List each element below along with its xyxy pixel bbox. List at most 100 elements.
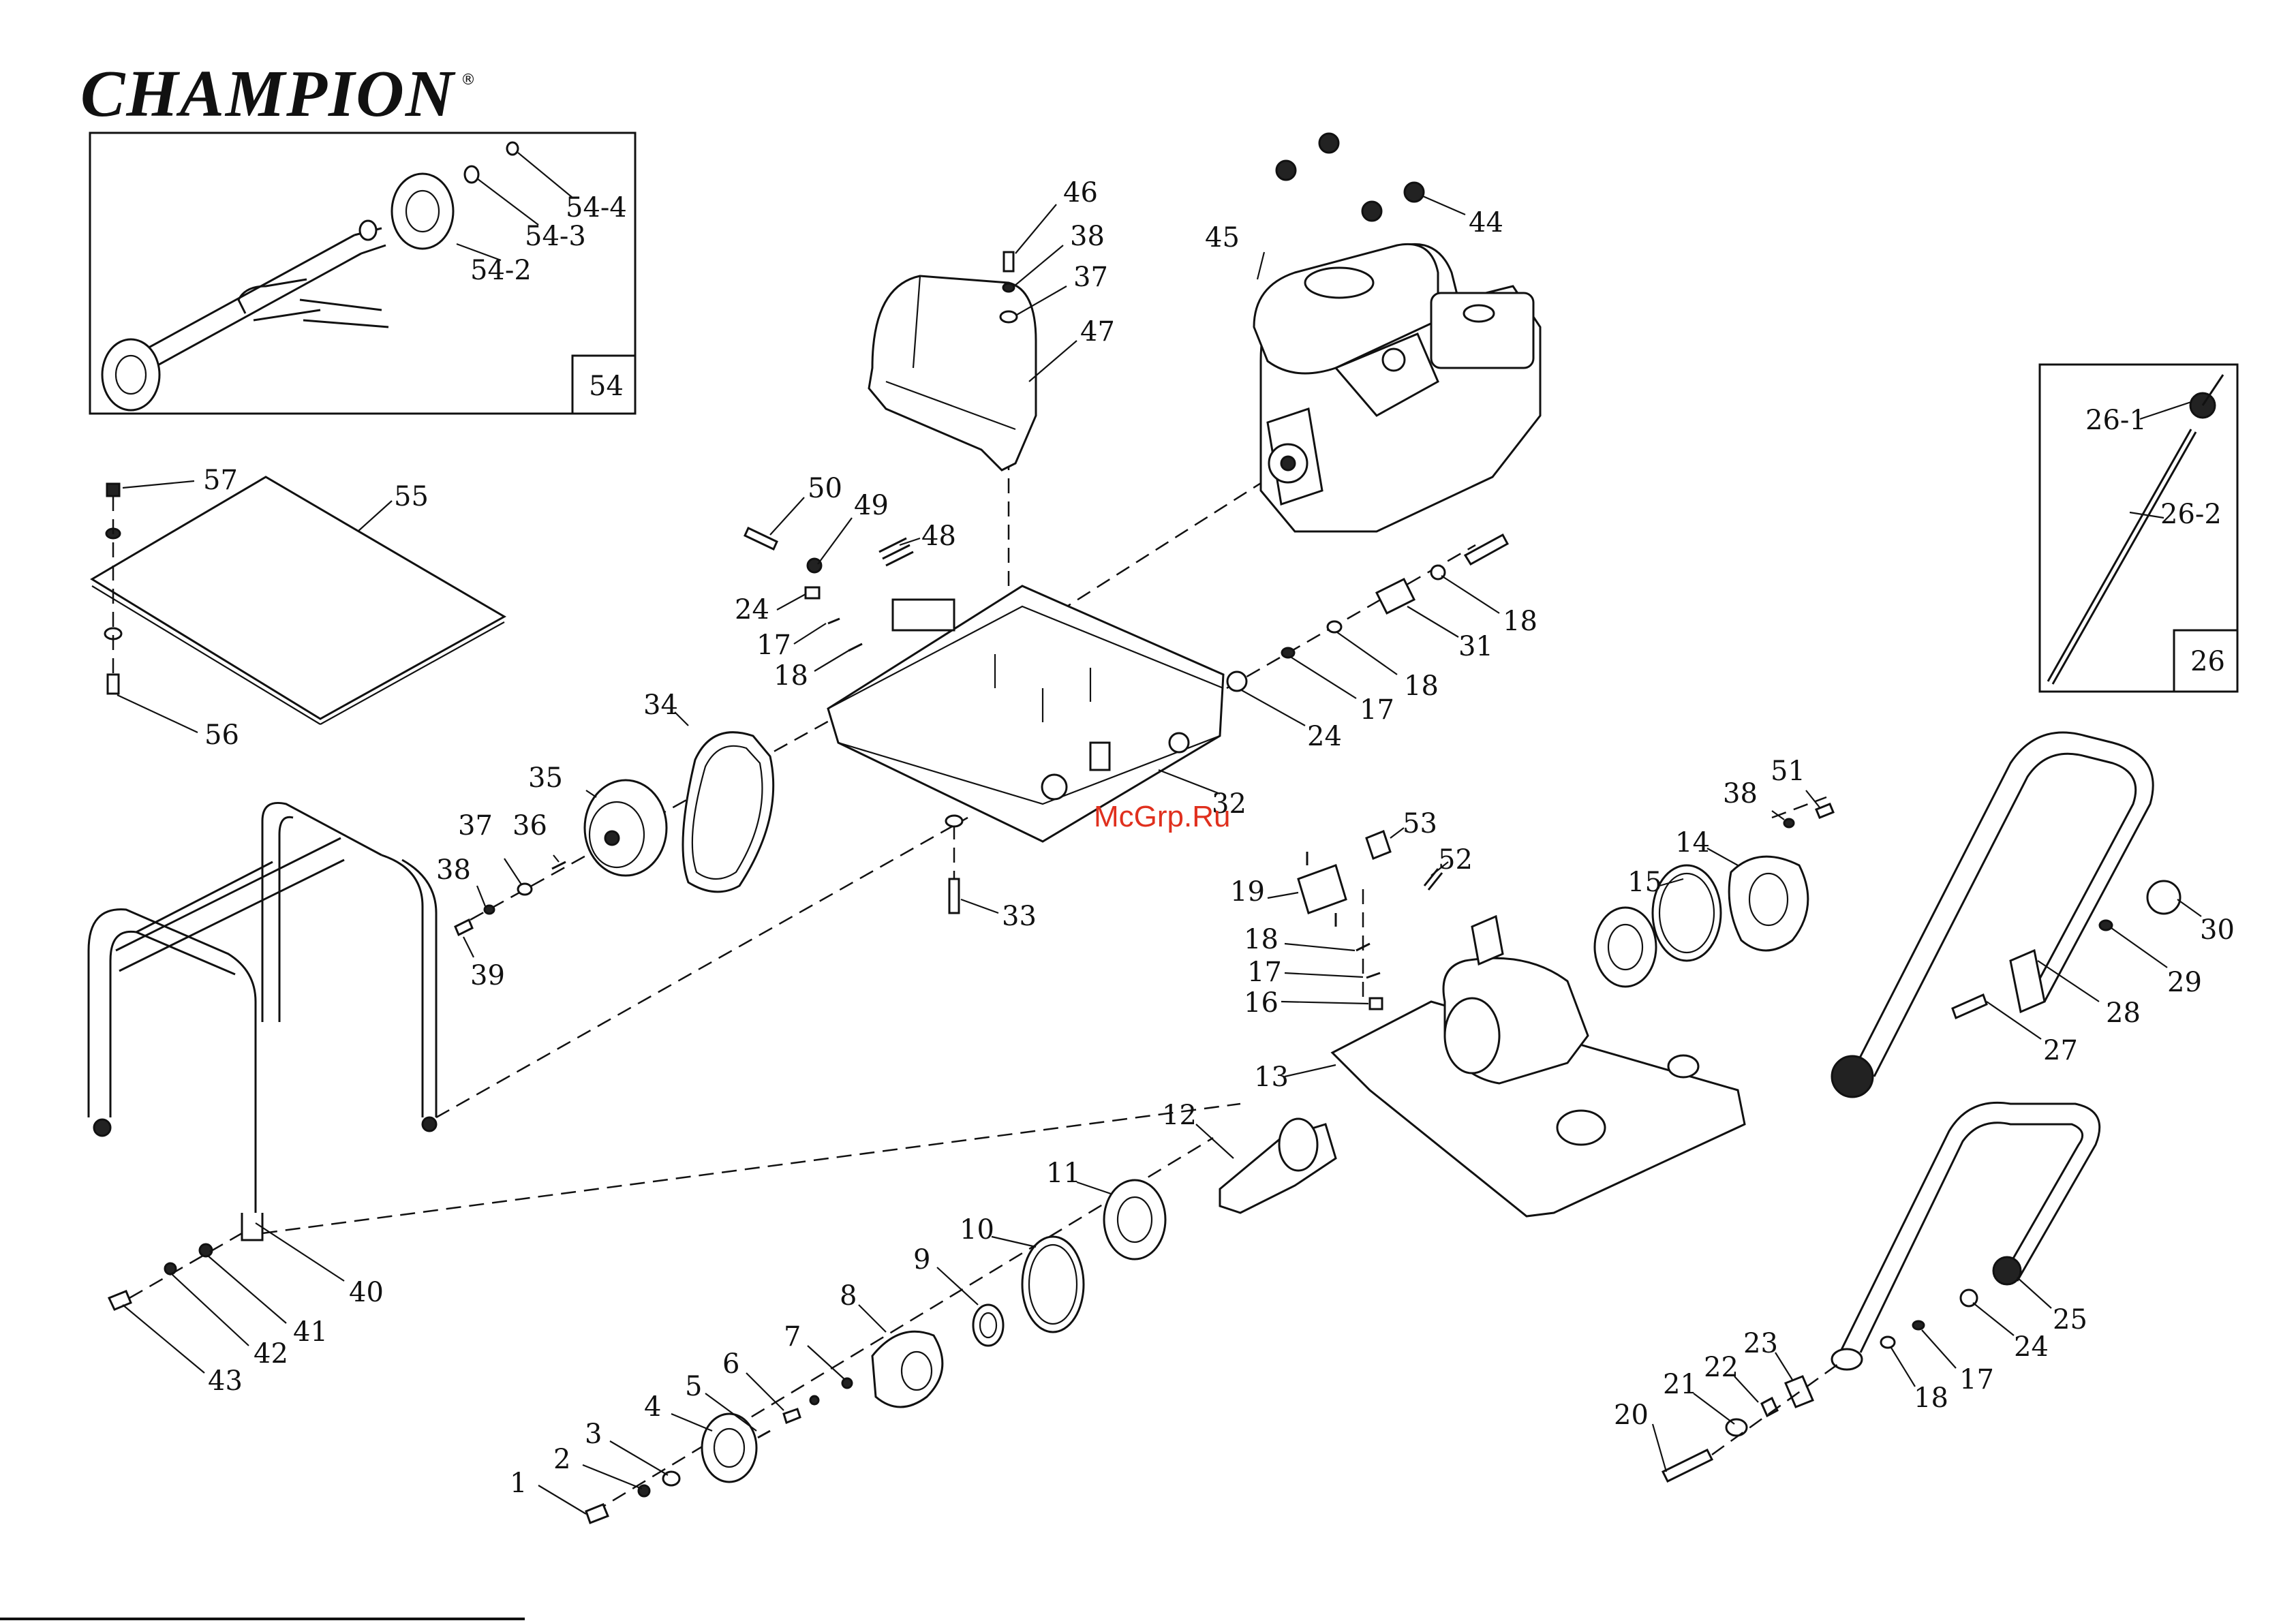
callout-24-left: 24 (735, 594, 769, 625)
callout-45: 45 (1205, 222, 1240, 253)
leader-36 (553, 855, 559, 862)
engine-nut-3 (1362, 202, 1381, 221)
callout-53: 53 (1403, 808, 1437, 839)
callout-3: 3 (585, 1419, 602, 1450)
callout-18-left: 18 (774, 660, 808, 692)
air-filter (1431, 293, 1533, 368)
washer-21 (1726, 1419, 1747, 1436)
leader-55 (358, 501, 392, 531)
callout-36: 36 (512, 810, 547, 841)
bearing-cover-14 (1729, 856, 1808, 950)
bolt-33 (949, 879, 959, 913)
brand-logo: CHAMPION ® (80, 57, 476, 131)
leader-10 (992, 1237, 1036, 1247)
callout-14: 14 (1675, 827, 1710, 859)
washer-38-pulley (485, 906, 494, 914)
leader-38-right (1772, 811, 1784, 820)
callout-35: 35 (528, 762, 563, 794)
leader-17-isolator (1285, 973, 1363, 977)
frame-foot-bolt-2 (423, 1117, 436, 1131)
leader-18-isolator (1285, 944, 1355, 950)
washer-54-3 (465, 166, 478, 183)
callout-22: 22 (1704, 1352, 1739, 1383)
washer-2 (639, 1485, 649, 1496)
leader-44 (1423, 196, 1465, 215)
leader-18-left (814, 651, 848, 671)
callout-18-handle: 18 (1914, 1382, 1948, 1414)
washer-18-left (848, 644, 862, 651)
leader-2 (583, 1465, 642, 1489)
bearing-11 (1104, 1180, 1165, 1259)
clutch-pulley-35 (585, 780, 667, 876)
leader-43 (123, 1305, 204, 1373)
callout-25: 25 (2053, 1304, 2087, 1335)
mat-bolt-56 (108, 675, 119, 694)
handle-tube-lower-inner (1861, 1123, 2083, 1352)
callout-37-top: 37 (1073, 262, 1108, 293)
handle-knob-lower (1832, 1056, 1873, 1097)
washer-18-handle (1881, 1337, 1895, 1348)
frame-tube-b-inner (279, 817, 293, 1022)
callout-17-left: 17 (756, 630, 791, 661)
leader-24-left (777, 594, 806, 610)
callout-37-pulley: 37 (458, 810, 493, 841)
bolt-6 (784, 1409, 800, 1423)
exciter-housing-top-mount (1472, 916, 1503, 964)
deck-bracket (893, 600, 954, 630)
inset-54-label: 54 (589, 371, 624, 402)
leader-51 (1806, 790, 1820, 807)
leader-8 (859, 1305, 886, 1332)
handle-pivot-bushing (1832, 1349, 1862, 1370)
bolt-50 (745, 528, 777, 549)
callout-27: 27 (2043, 1035, 2078, 1066)
engine-output-shaft (1281, 457, 1295, 470)
frame-tube-a-inner (110, 931, 235, 1117)
engine-mount-fasteners: 18 31 18 17 24 (1227, 535, 1537, 752)
frame-crossbar (116, 838, 344, 971)
deck-hinge (1090, 743, 1109, 770)
leader-38-top (1014, 245, 1063, 286)
callout-16: 16 (1244, 987, 1279, 1019)
callout-39: 39 (470, 960, 505, 991)
engine-nut-44 (1405, 183, 1424, 202)
callout-24-mid: 24 (1307, 721, 1342, 752)
leader-54-4 (518, 153, 572, 198)
leader-33 (961, 899, 998, 913)
bearing-15-side (1595, 908, 1656, 987)
leader-38-pulley (477, 886, 485, 906)
callout-15: 15 (1627, 867, 1662, 898)
leader-17-mid (1291, 658, 1356, 698)
callout-12: 12 (1162, 1100, 1197, 1131)
wheel-right (392, 174, 453, 249)
washer-18-mid (1328, 621, 1341, 632)
callout-34: 34 (643, 690, 678, 721)
engine-deck-assembly: 32 33 (828, 586, 1246, 932)
engine-assembly: 45 44 (1205, 134, 1540, 531)
isolator-assembly: 19 18 17 16 53 52 (1230, 808, 1473, 1019)
frame-tube-a (89, 910, 256, 1213)
bolt-46 (1004, 252, 1013, 271)
pin-5 (758, 1431, 770, 1438)
callout-40: 40 (349, 1277, 384, 1308)
rubber-mat (92, 477, 504, 719)
watermark-text: McGrp.Ru (1094, 800, 1230, 833)
guide-bolts-to-baseplate (262, 1104, 1240, 1233)
nut-24-left (806, 587, 819, 598)
callout-49: 49 (854, 490, 889, 521)
washer-38-right (1784, 819, 1794, 827)
leader-20 (1653, 1424, 1666, 1472)
leader-42 (172, 1274, 249, 1346)
leader-49 (818, 518, 852, 564)
leader-4 (671, 1414, 712, 1431)
leader-12 (1196, 1124, 1234, 1158)
brand-name: CHAMPION (80, 57, 456, 131)
eccentric-weight (1279, 1119, 1317, 1171)
callout-17-handle: 17 (1959, 1364, 1994, 1395)
leader-24-mid (1240, 690, 1305, 726)
washer-7 (842, 1378, 852, 1388)
bolt-engine-mount (1465, 535, 1507, 564)
callout-8: 8 (840, 1280, 857, 1312)
callout-47: 47 (1080, 316, 1115, 347)
eccentric-shaft-12 (1220, 1124, 1336, 1213)
